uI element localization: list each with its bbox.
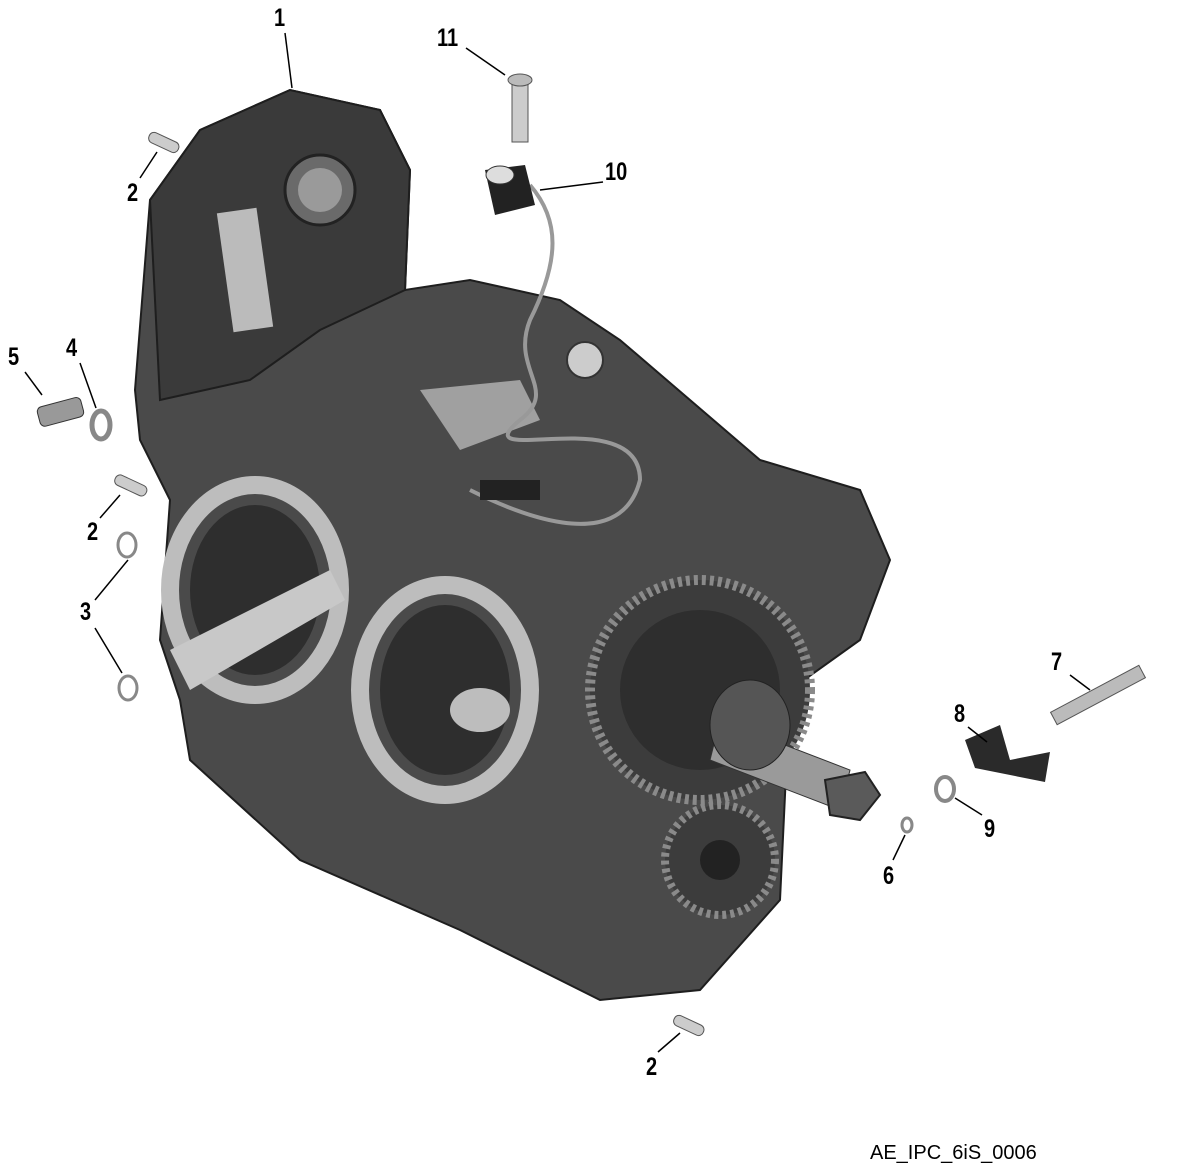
callout-2-top: 2 xyxy=(127,179,139,207)
sensor-8 xyxy=(965,725,1050,782)
pin-2-left xyxy=(114,474,148,497)
o-ring-3a xyxy=(116,531,138,559)
pin-2-top xyxy=(148,131,180,154)
washer-6 xyxy=(900,816,914,834)
bolt-11 xyxy=(511,79,529,143)
callout-1: 1 xyxy=(274,4,286,32)
bolt-7 xyxy=(1049,664,1147,726)
pin-2-bottom xyxy=(673,1014,705,1037)
o-ring-3b xyxy=(117,674,139,702)
washer-4 xyxy=(89,408,113,442)
figure-caption: AE_IPC_6iS_0006 xyxy=(870,1142,1037,1164)
callout-3: 3 xyxy=(80,598,92,626)
callout-11: 11 xyxy=(437,24,459,52)
callout-10: 10 xyxy=(605,158,628,186)
callout-9: 9 xyxy=(984,815,996,843)
callout-5: 5 xyxy=(8,343,20,371)
loose-parts xyxy=(36,73,1147,1037)
callout-2-bottom: 2 xyxy=(646,1053,658,1081)
callout-8: 8 xyxy=(954,700,966,728)
leader-lines xyxy=(24,32,1091,1053)
crankcase-assembly xyxy=(133,88,892,1002)
callout-6: 6 xyxy=(883,862,895,890)
callout-4: 4 xyxy=(66,334,78,362)
callout-2-left: 2 xyxy=(87,518,99,546)
bolt-5 xyxy=(36,397,85,427)
callout-7: 7 xyxy=(1051,648,1063,676)
washer-9 xyxy=(934,775,956,803)
